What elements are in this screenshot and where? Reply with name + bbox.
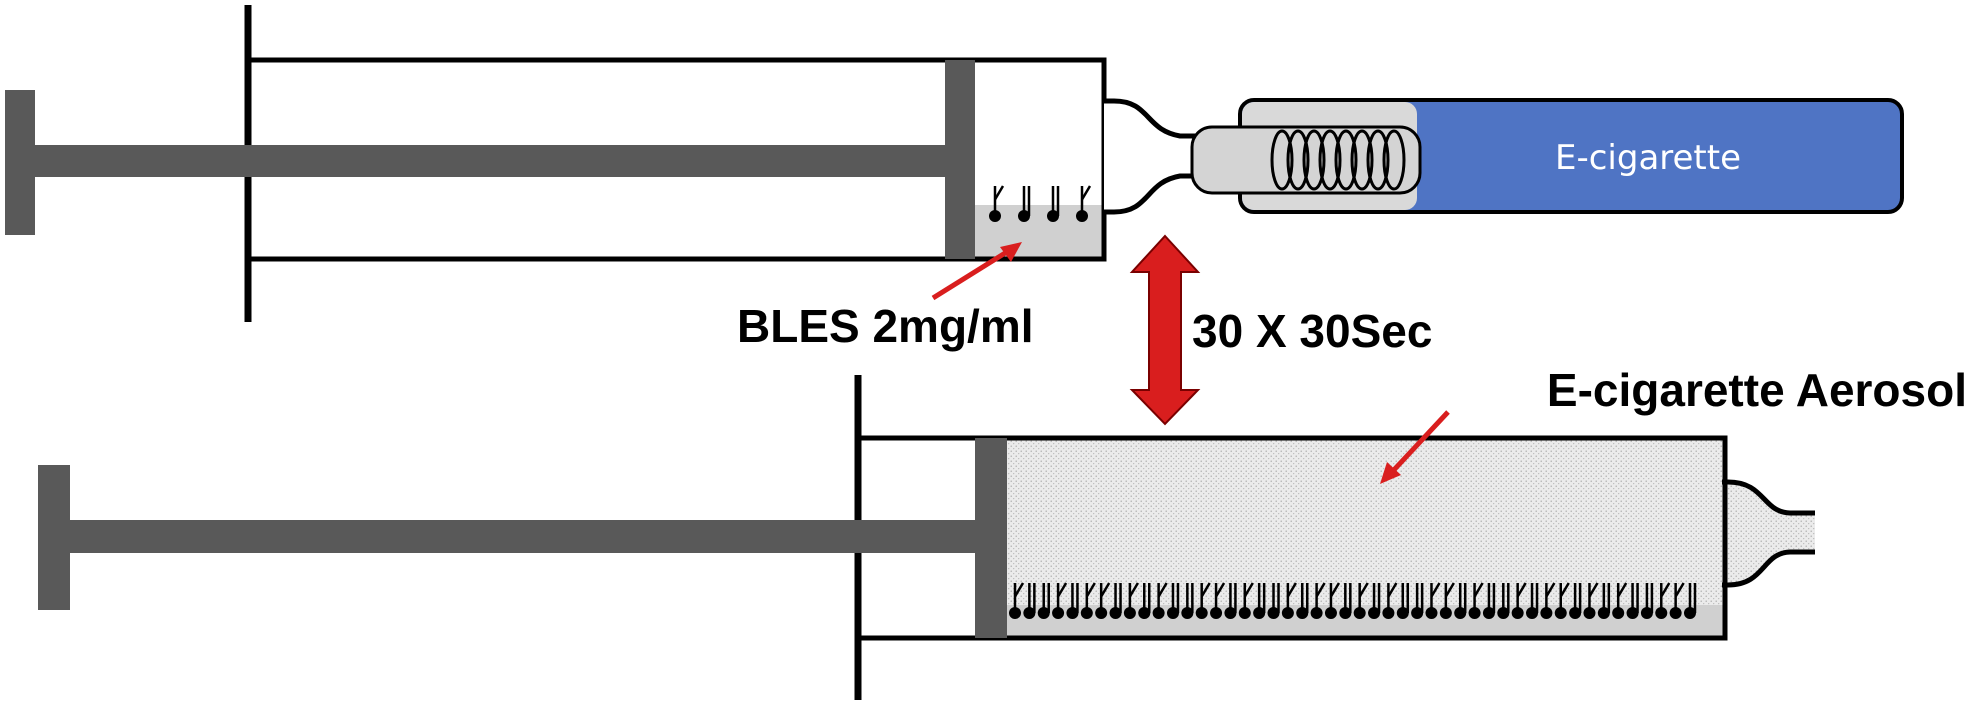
top-surfactant-layer <box>989 185 1092 222</box>
bottom-surfactant-molecule <box>1238 582 1254 619</box>
bottom-surfactant-molecule <box>1281 582 1297 619</box>
top-surfactant-molecule <box>989 185 1005 222</box>
bottom-surfactant-molecule <box>1554 582 1570 619</box>
bottom-surfactant-molecule <box>1569 583 1582 619</box>
bottom-surfactant-molecule <box>1066 583 1079 619</box>
coil-loop <box>1334 129 1358 191</box>
bottom-surfactant-molecule <box>1123 582 1139 619</box>
bottom-surfactant-molecule <box>1454 583 1467 619</box>
bottom-surfactant-molecule <box>1296 583 1309 619</box>
bottom-surfactant-molecule <box>1138 583 1151 619</box>
bottom-surfactant-molecule <box>1655 582 1671 619</box>
bottom-surfactant-molecule <box>1267 583 1280 619</box>
top-syringe <box>5 5 1213 322</box>
bottom-surfactant-molecule <box>1181 583 1194 619</box>
top-plunger-stopper <box>945 60 975 259</box>
bottom-surfactant-molecule <box>1324 582 1341 619</box>
bottom-surfactant-molecule <box>1612 582 1628 619</box>
bottom-plunger-rod <box>70 520 978 553</box>
bottom-surfactant-molecule <box>1669 582 1685 619</box>
bottom-surfactant-molecule <box>1468 582 1484 619</box>
bottom-surfactant-molecule <box>1095 582 1111 619</box>
bottom-surfactant-molecule <box>1482 583 1496 619</box>
bottom-surfactant-molecule <box>1640 583 1654 619</box>
bottom-surfactant-molecule <box>1439 582 1455 619</box>
bottom-surfactant-molecule <box>1411 583 1424 619</box>
top-surfactant-molecule <box>1047 186 1060 222</box>
bottom-surfactant-molecule <box>1626 583 1639 619</box>
bottom-syringe <box>38 375 1815 700</box>
bottom-surfactant-layer <box>1009 582 1697 619</box>
bottom-plunger-stopper <box>975 438 1007 638</box>
coil-loop <box>1350 129 1374 191</box>
bottom-surfactant-molecule <box>1684 583 1697 619</box>
top-plunger-thumb-pad <box>5 90 35 235</box>
bottom-surfactant-molecule <box>1339 583 1352 619</box>
bottom-surfactant-molecule <box>1497 583 1510 619</box>
bottom-syringe-nozzle <box>1722 482 1815 585</box>
bles-pointer-arrow <box>931 242 1022 301</box>
e-cigarette: E-cigarette <box>1190 98 1904 214</box>
top-surfactant-molecule <box>1018 186 1031 222</box>
bottom-surfactant-molecule <box>1425 582 1441 619</box>
coil-loop <box>1366 129 1390 191</box>
bottom-surfactant-molecule <box>1166 583 1180 619</box>
bottom-syringe-nozzle-outline <box>1722 479 1815 588</box>
bottom-surfactant-molecule <box>1396 583 1410 619</box>
coil-loop <box>1382 129 1406 191</box>
bottom-surfactant-molecule <box>1009 582 1025 619</box>
bottom-surfactant-molecule <box>1152 582 1168 619</box>
bottom-surfactant-molecule <box>1224 583 1237 619</box>
bottom-surfactant-molecule <box>1382 582 1398 619</box>
exposure-label: 30 X 30Sec <box>1192 305 1432 357</box>
bottom-surfactant-molecule <box>1052 582 1068 619</box>
e-cigarette-coil <box>1270 129 1406 191</box>
e-cigarette-mouthpiece <box>1190 125 1422 195</box>
bottom-surfactant-molecule <box>1080 582 1096 619</box>
coil-loop <box>1270 129 1294 191</box>
aerosol-pointer-arrow <box>1380 410 1450 484</box>
e-cigarette-label: E-cigarette <box>1555 138 1741 178</box>
bottom-plunger-thumb-pad <box>38 465 70 610</box>
bottom-surfactant-molecule <box>1583 582 1599 619</box>
bottom-surfactant-molecule <box>1597 583 1611 619</box>
top-plunger-rod <box>35 145 945 177</box>
bottom-surfactant-molecule <box>1109 583 1122 619</box>
top-surfactant-molecule <box>1076 185 1092 222</box>
bottom-surfactant-molecule <box>1310 582 1326 619</box>
bottom-surfactant-molecule <box>1195 582 1211 619</box>
exposure-double-arrow <box>1129 234 1201 426</box>
bottom-surfactant-molecule <box>1253 583 1266 619</box>
bottom-surfactant-molecule <box>1526 583 1539 619</box>
bottom-surfactant-molecule <box>1353 582 1369 619</box>
coil-loop <box>1318 129 1342 191</box>
bottom-surfactant-molecule <box>1511 582 1527 619</box>
bottom-surfactant-molecule <box>1540 582 1556 619</box>
bottom-surfactant-molecule <box>1037 583 1050 619</box>
bottom-surfactant-molecule <box>1210 582 1226 619</box>
aerosol-label: E-cigarette Aerosol <box>1547 364 1967 416</box>
coil-loop <box>1286 129 1310 191</box>
bottom-surfactant-molecule <box>1368 583 1381 619</box>
bottom-surfactant-molecule <box>1023 583 1036 619</box>
bles-label: BLES 2mg/ml <box>737 300 1034 352</box>
coil-loop <box>1302 129 1326 191</box>
